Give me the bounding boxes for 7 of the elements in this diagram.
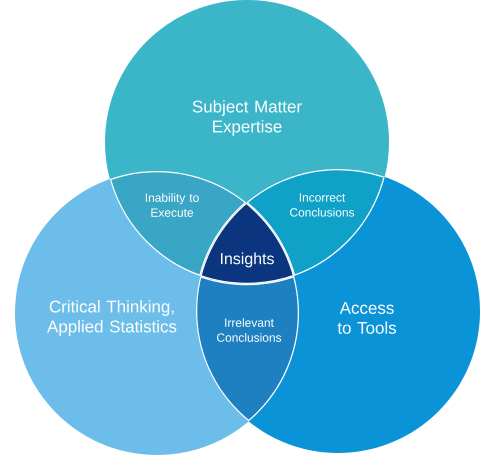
overlap-label: Irrelevant Conclusions <box>217 318 282 342</box>
circle-label: Subject Matter Expertise <box>192 100 302 136</box>
circle-label: Critical Thinking, Applied Statistics <box>47 300 176 336</box>
overlap-label: Insights <box>221 252 274 268</box>
overlap-label: Incorrect Conclusions <box>290 193 354 217</box>
overlap-label: Inability to Execute <box>146 193 199 217</box>
circle-label: Access to Tools <box>338 302 396 334</box>
